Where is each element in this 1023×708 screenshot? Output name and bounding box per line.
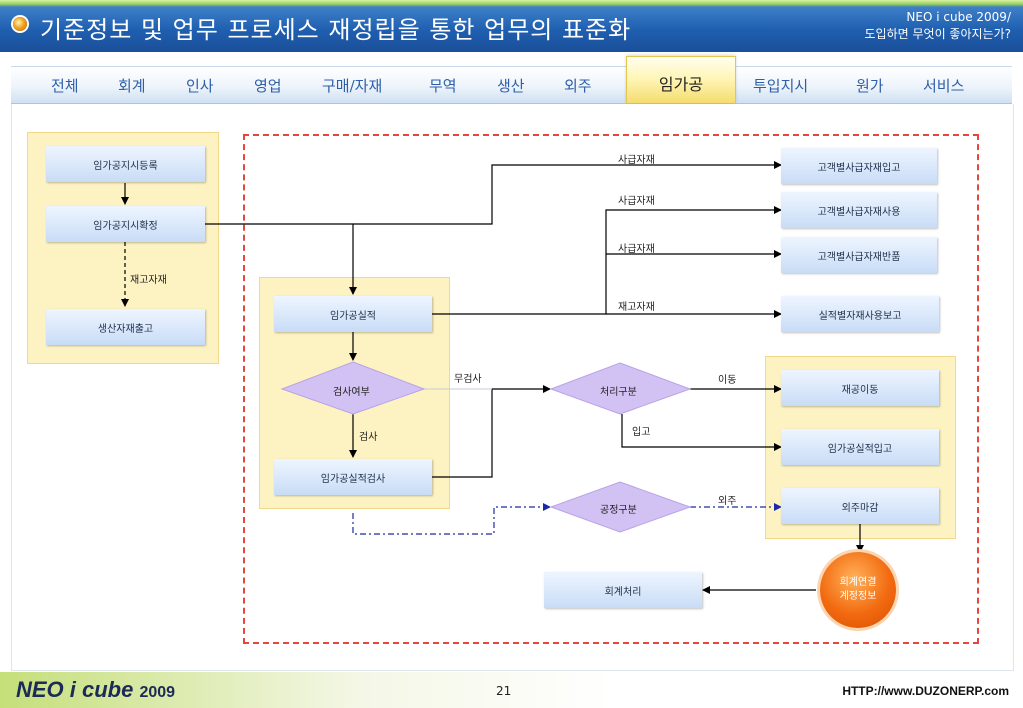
tab-input-order[interactable]: 투입지시 — [753, 77, 809, 95]
tab-processing[interactable]: 임가공 — [626, 56, 736, 103]
node-order-register: 임가공지시등록 — [46, 146, 205, 182]
process-frame — [243, 134, 979, 644]
product-logo: NEO i cube 2009 — [16, 677, 175, 703]
node-accounting: 회계처리 — [544, 572, 702, 608]
tab-accounting[interactable]: 회계 — [118, 77, 146, 95]
title-bar: 기준정보 및 업무 프로세스 재정립을 통한 업무의 표준화 NEO i cub… — [0, 0, 1023, 52]
node-processing-result: 임가공실적 — [274, 296, 432, 332]
node-result-receive: 임가공실적입고 — [781, 429, 939, 465]
module-tab-bar: 전체 회계 인사 영업 구매/자재 무역 생산 외주 투입지시 원가 서비스 — [11, 66, 1012, 104]
node-customer-material-use: 고객별사급자재사용 — [781, 192, 937, 228]
node-customer-material-return: 고객별사급자재반품 — [781, 237, 937, 273]
node-material-issue: 생산자재출고 — [46, 309, 205, 345]
edge-move: 이동 — [718, 375, 737, 386]
process-decision-label: 처리구분 — [600, 387, 637, 398]
node-order-confirm: 임가공지시확정 — [46, 206, 205, 242]
header-subtitle: NEO i cube 2009/ 도입하면 무엇이 좋아지는가? — [865, 9, 1011, 43]
tab-cost[interactable]: 원가 — [856, 77, 884, 95]
page-number: 21 — [496, 684, 512, 698]
bullet-icon — [13, 17, 27, 31]
accounting-link-line1: 회계연결 — [839, 577, 877, 588]
edge-stock-material: 재고자재 — [618, 302, 655, 313]
website-url[interactable]: HTTP://www.DUZONERP.com — [842, 684, 1009, 698]
operation-decision — [549, 481, 692, 533]
node-wip-move: 재공이동 — [781, 370, 939, 406]
node-customer-material-in: 고객별사급자재입고 — [781, 148, 937, 184]
page-title: 기준정보 및 업무 프로세스 재정립을 통한 업무의 표준화 — [40, 16, 632, 44]
node-material-use-report: 실적별자재사용보고 — [781, 296, 939, 332]
tab-trade[interactable]: 무역 — [429, 77, 457, 95]
tab-sales[interactable]: 영업 — [254, 77, 282, 95]
tab-production[interactable]: 생산 — [497, 77, 525, 95]
accounting-link-node: 회계연결 계정정보 — [820, 552, 896, 628]
node-result-inspection: 임가공실적검사 — [274, 459, 432, 495]
tab-outsourcing[interactable]: 외주 — [564, 77, 592, 95]
edge-stock-material-left: 재고자재 — [130, 275, 167, 286]
tab-purchase[interactable]: 구매/자재 — [322, 77, 383, 95]
tab-all[interactable]: 전체 — [51, 77, 79, 95]
accounting-link-line2: 계정정보 — [839, 591, 877, 602]
edge-no-inspect: 무검사 — [454, 374, 482, 385]
inspect-decision — [280, 361, 426, 415]
tab-service[interactable]: 서비스 — [923, 77, 965, 95]
edge-inspect: 검사 — [359, 432, 378, 443]
edge-supply-2: 사급자재 — [618, 196, 655, 207]
node-subcontract-close: 외주마감 — [781, 488, 939, 524]
tab-processing-label: 임가공 — [658, 75, 704, 94]
footer-bar — [0, 672, 1023, 708]
process-decision — [549, 362, 692, 415]
header-subtitle-line2: 도입하면 무엇이 좋아지는가? — [864, 27, 1011, 41]
operation-decision-label: 공정구분 — [600, 505, 637, 516]
edge-supply-3: 사급자재 — [618, 244, 655, 255]
edge-supply-1: 사급자재 — [618, 155, 655, 166]
tab-hr[interactable]: 인사 — [186, 77, 214, 95]
edge-subcontract: 외주 — [718, 496, 737, 507]
inspect-decision-label: 검사여부 — [333, 387, 370, 398]
edge-receive: 입고 — [632, 427, 651, 438]
header-subtitle-line1: NEO i cube 2009/ — [906, 10, 1011, 24]
logo-year: 2009 — [139, 684, 176, 701]
logo-main: NEO i cube — [16, 677, 134, 702]
